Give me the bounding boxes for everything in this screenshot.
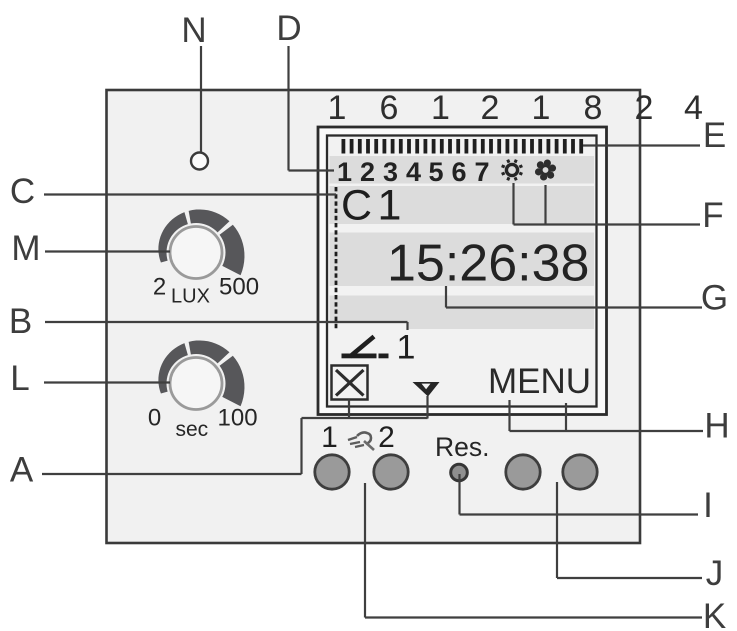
svg-text:M: M xyxy=(11,229,40,268)
svg-text:Res.: Res. xyxy=(435,432,490,462)
svg-text:1: 1 xyxy=(378,182,402,230)
svg-text:0: 0 xyxy=(148,405,161,432)
svg-text:3: 3 xyxy=(383,157,398,187)
svg-text:1: 1 xyxy=(321,421,338,454)
svg-text:sec: sec xyxy=(176,418,209,441)
svg-text:J: J xyxy=(706,554,724,593)
svg-text:100: 100 xyxy=(218,405,258,432)
svg-text:500: 500 xyxy=(219,274,259,301)
svg-text:1: 1 xyxy=(397,329,416,367)
svg-text:2: 2 xyxy=(378,421,395,454)
svg-text:K: K xyxy=(703,597,726,631)
svg-text:C: C xyxy=(341,182,372,230)
svg-text:6: 6 xyxy=(451,157,466,187)
svg-text:6: 6 xyxy=(380,89,399,127)
svg-text:F: F xyxy=(702,196,723,235)
svg-text:A: A xyxy=(10,451,34,490)
svg-text:B: B xyxy=(9,302,32,341)
svg-text:D: D xyxy=(276,9,301,48)
svg-text:E: E xyxy=(703,116,726,155)
svg-text:LUX: LUX xyxy=(171,286,210,308)
svg-text:C: C xyxy=(10,172,35,211)
svg-text:G: G xyxy=(701,279,728,318)
svg-text:2: 2 xyxy=(153,274,166,301)
svg-text:I: I xyxy=(703,486,713,525)
svg-text:1: 1 xyxy=(337,157,352,187)
svg-text:1: 1 xyxy=(532,89,551,127)
svg-text:4: 4 xyxy=(406,157,421,187)
svg-text:N: N xyxy=(181,11,206,50)
svg-text:MENU: MENU xyxy=(488,362,591,401)
svg-text:2: 2 xyxy=(481,89,500,127)
svg-text:H: H xyxy=(704,407,729,446)
svg-text:2: 2 xyxy=(360,157,375,187)
svg-text:7: 7 xyxy=(474,157,489,187)
svg-text:5: 5 xyxy=(428,157,443,187)
svg-text:L: L xyxy=(10,359,29,398)
svg-text:2: 2 xyxy=(635,89,654,127)
svg-text:1: 1 xyxy=(328,89,347,127)
svg-text:1: 1 xyxy=(431,89,450,127)
svg-text:8: 8 xyxy=(584,89,603,127)
svg-text:15:26:38: 15:26:38 xyxy=(387,235,589,293)
svg-text:4: 4 xyxy=(684,89,703,127)
